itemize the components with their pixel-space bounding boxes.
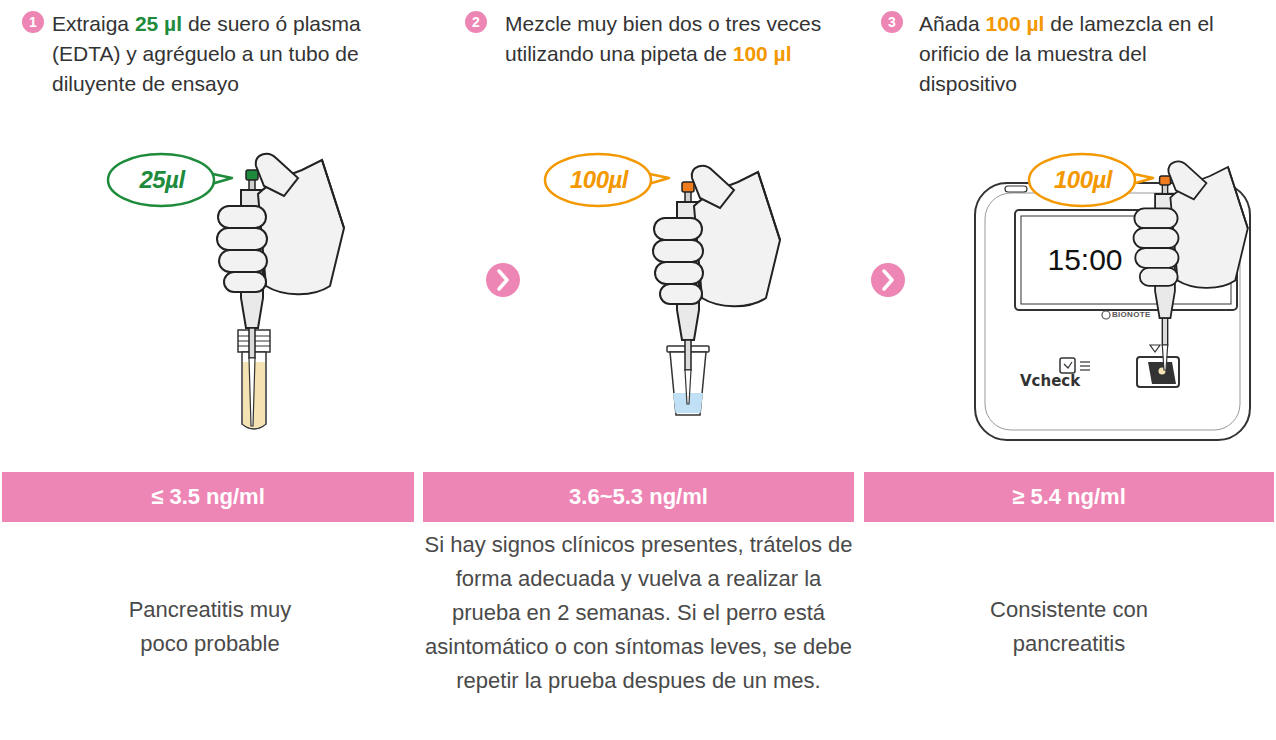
device-brand: Vcheck <box>1020 372 1080 390</box>
step-instruction: Mezcle muy bien dos o tres veces utiliza… <box>505 9 827 69</box>
callout-number: 2 <box>472 14 480 30</box>
range-band: ≤ 3.5 ng/ml <box>2 472 414 522</box>
callout-number: 3 <box>888 14 896 30</box>
range-band: ≥ 5.4 ng/ml <box>864 472 1274 522</box>
volume-text: 100µl <box>570 166 644 194</box>
step-number-circle: 1 <box>22 11 44 33</box>
device-screen: 15:00 <box>1020 225 1150 295</box>
callout-number: 1 <box>29 14 37 30</box>
timer-text: 15:00 <box>1047 243 1122 277</box>
interpretation-text: Si hay signos clínicos presentes, trátel… <box>423 528 854 698</box>
instruction-text: Añada <box>919 12 980 35</box>
volume-bubble: 100µl <box>543 152 671 208</box>
step-number-circle: 3 <box>881 11 903 33</box>
step-instruction: Extraiga25 µlde suero ó plasma (EDTA) y … <box>52 9 402 99</box>
bubble-part <box>108 154 214 206</box>
volume-highlight: 100 µl <box>986 12 1045 35</box>
volume-bubble: 25µl <box>106 152 234 208</box>
step-number-circle: 2 <box>465 11 487 33</box>
interpretation-text: Consistente con pancreatitis <box>969 593 1169 661</box>
bubble-part <box>1029 154 1135 206</box>
range-band: 3.6~5.3 ng/ml <box>423 472 854 522</box>
interpretation-text: Pancreatitis muy poco probable <box>110 593 310 661</box>
volume-highlight: 100 µl <box>733 42 792 65</box>
brand-logo: BIONOTE <box>1112 310 1151 319</box>
volume-highlight: 25 µl <box>135 12 182 35</box>
range-text: 3.6~5.3 ng/ml <box>569 484 708 510</box>
volume-bubble: 100µl <box>1027 152 1155 208</box>
step-instruction: Añada100 µlde lamezcla en el orificio de… <box>919 9 1244 99</box>
volume-text: 100µl <box>1054 166 1128 194</box>
range-text: ≤ 3.5 ng/ml <box>151 484 265 510</box>
instruction-text: Extraiga <box>52 12 129 35</box>
bubble-part <box>545 154 651 206</box>
volume-text: 25µl <box>139 166 200 194</box>
range-text: ≥ 5.4 ng/ml <box>1012 484 1126 510</box>
